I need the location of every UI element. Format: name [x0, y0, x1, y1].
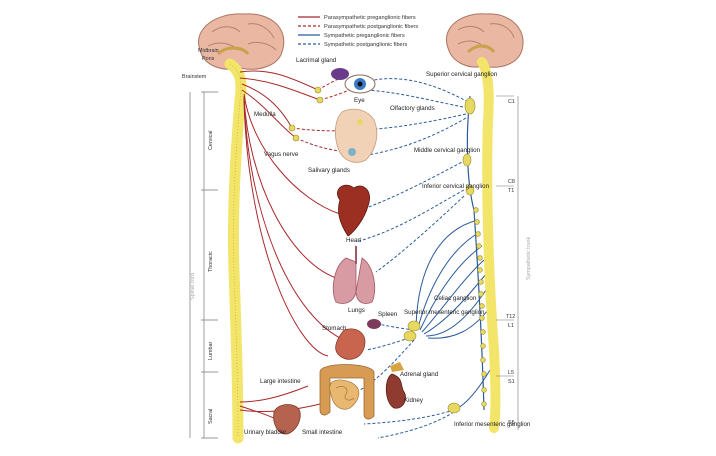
- lacrimal-label: Lacrimal gland: [296, 57, 337, 64]
- sympathetic-chain-ganglia: [462, 97, 487, 407]
- lungs: [332, 246, 376, 304]
- segment-l1: L1: [508, 323, 514, 329]
- middle-cervical-label: Middle cervical ganglion: [414, 147, 481, 154]
- sacral-label: Sacral: [208, 409, 214, 424]
- eye: [344, 74, 376, 94]
- spleen-label: Spleen: [378, 311, 398, 318]
- celiac-label: Celiac ganglion: [434, 295, 477, 302]
- inferior-mesenteric-label: Inferior mesenteric ganglion: [454, 421, 531, 428]
- kidney: [385, 373, 406, 409]
- segment-c1: C1: [508, 99, 515, 105]
- segment-s5: S5: [508, 420, 515, 426]
- sympathetic-preganglionic: [415, 219, 491, 409]
- inferior-cervical-label: Inferior cervical ganglion: [422, 183, 490, 190]
- right-spinal-cord: [477, 57, 501, 433]
- thoracic-label: Thoracic: [208, 251, 214, 272]
- superior-cervical-label: Superior cervical ganglion: [426, 71, 498, 78]
- segment-t1: T1: [508, 188, 514, 194]
- large-intestine-label: Large intestine: [260, 378, 301, 385]
- medulla-label: Medulla: [254, 111, 276, 118]
- sympathetic-trunk: [466, 95, 485, 411]
- sympathetic-trunk-label: Sympathetic trunk: [526, 237, 532, 280]
- legend-para-pre: Parasympathetic preganglionic fibers: [324, 15, 416, 21]
- segment-s1: S1: [508, 379, 515, 385]
- pons-label: Pons: [202, 56, 215, 62]
- stomach-label: Stomach: [322, 325, 347, 332]
- face: [334, 108, 378, 163]
- segment-t12: T12: [506, 314, 515, 320]
- small-intestine: [329, 379, 360, 410]
- small-intestine-label: Small intestine: [302, 429, 343, 436]
- heart-label: Heart: [346, 237, 361, 244]
- legend: Parasympathetic preganglionic fibers Par…: [298, 15, 418, 48]
- stomach: [335, 328, 366, 360]
- spinal-region-brackets: [189, 91, 218, 439]
- eye-label: Eye: [354, 97, 365, 104]
- cervical-label: Cervical: [208, 131, 214, 150]
- superior-mesenteric-label: Superior mesenteric ganglion: [404, 309, 485, 316]
- kidney-label: Kidney: [404, 397, 424, 404]
- urinary-bladder-label: Urinary bladder: [244, 429, 286, 436]
- spleen: [367, 319, 381, 329]
- segment-l5: L5: [508, 370, 514, 376]
- left-brain: [198, 13, 285, 70]
- vagus-label: Vagus nerve: [264, 151, 299, 158]
- urinary-bladder: [273, 404, 301, 435]
- salivary-gland: [348, 148, 356, 156]
- left-spinal-cord: [224, 58, 247, 444]
- collateral-ganglia: [403, 320, 461, 414]
- brainstem-label: Brainstem: [182, 74, 207, 80]
- right-brain: [445, 13, 524, 68]
- legend-symp-post: Sympathetic postganglionic fibers: [324, 42, 408, 48]
- lungs-label: Lungs: [348, 307, 365, 314]
- salivary-label: Salivary glands: [308, 167, 350, 174]
- lacrimal-gland: [331, 68, 349, 80]
- segment-c8: C8: [508, 179, 515, 185]
- olfactory-gland: [357, 119, 363, 125]
- large-intestine: [319, 364, 375, 420]
- midbrain-label: Midbrain: [198, 48, 219, 54]
- legend-symp-pre: Sympathetic preganglionic fibers: [324, 33, 405, 39]
- adrenal-label: Adrenal gland: [400, 371, 439, 378]
- heart: [337, 184, 370, 237]
- diagram-canvas: Parasympathetic preganglionic fibers Par…: [182, 13, 532, 444]
- lumbar-label: Lumbar: [208, 342, 214, 360]
- autonomic-nervous-system-diagram: Parasympathetic preganglionic fibers Par…: [178, 10, 542, 446]
- adrenal-gland: [390, 362, 404, 372]
- olfactory-label: Olfactory glands: [390, 105, 435, 112]
- legend-para-post: Parasympathetic postganglionic fibers: [324, 24, 418, 30]
- spinal-cord-label: Spinal cord: [190, 273, 196, 300]
